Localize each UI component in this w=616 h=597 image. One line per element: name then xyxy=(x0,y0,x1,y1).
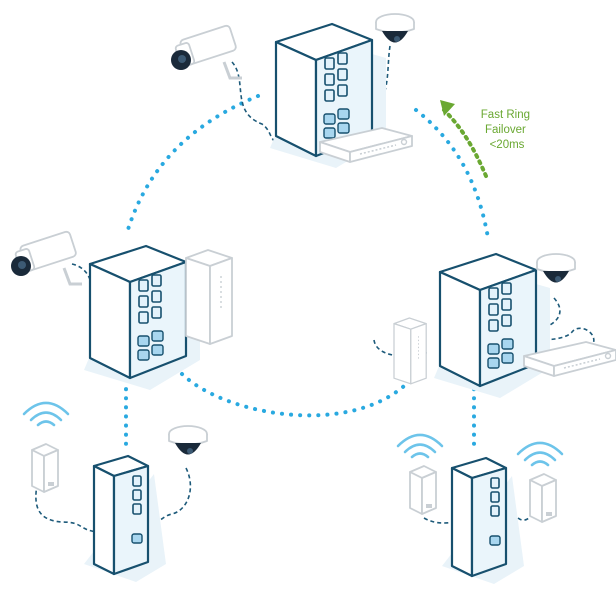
wifi-signal-icon xyxy=(22,401,70,427)
wifi-bottom-left xyxy=(22,401,70,427)
switch-bottom-left xyxy=(82,454,168,584)
wireless-access-point-icon xyxy=(409,465,437,515)
wifi-signal-icon xyxy=(396,433,444,459)
ring-link-top-right xyxy=(414,108,490,240)
dome-camera-right xyxy=(536,253,576,284)
wifi-signal-icon xyxy=(516,441,564,467)
wireless-access-point-icon xyxy=(31,443,59,493)
dome-camera-top xyxy=(375,13,415,44)
industrial-switch-icon xyxy=(82,454,168,584)
access-point-bottom-left xyxy=(31,443,59,493)
access-point-bottom-right-b xyxy=(529,473,557,523)
wifi-bottom-right-b xyxy=(516,441,564,467)
dome-camera-bottom-left xyxy=(168,425,208,456)
bullet-camera-left xyxy=(9,229,84,286)
industrial-switch-icon xyxy=(432,252,552,400)
ring-links xyxy=(124,94,490,448)
annotation-line-2: Failover xyxy=(485,124,526,136)
dome-camera-icon xyxy=(375,13,415,44)
ring-link-top-left xyxy=(124,94,260,238)
bullet-camera-top-left xyxy=(169,23,244,80)
dome-camera-icon xyxy=(536,253,576,284)
wifi-bottom-right-a xyxy=(396,433,444,459)
access-point-bottom-right-a xyxy=(409,465,437,515)
failover-arrow xyxy=(440,100,488,178)
bullet-camera-icon xyxy=(169,23,244,80)
annotation-line-1: Fast Ring xyxy=(481,109,530,121)
power-supply-right xyxy=(393,317,427,385)
dome-camera-icon xyxy=(168,425,208,456)
industrial-switch-icon xyxy=(440,456,526,586)
switch-left xyxy=(82,244,202,392)
bullet-camera-icon xyxy=(9,229,84,286)
switch-right xyxy=(432,252,552,400)
switch-bottom-right xyxy=(440,456,526,586)
power-supply-left xyxy=(185,249,233,345)
failover-annotation: Fast Ring Failover <20ms xyxy=(481,109,533,151)
wireless-access-point-icon xyxy=(529,473,557,523)
annotation-line-3: <20ms xyxy=(490,139,525,151)
power-supply-icon xyxy=(393,317,427,385)
ring-link-bottom xyxy=(180,366,422,418)
industrial-switch-icon xyxy=(82,244,202,392)
power-supply-icon xyxy=(185,249,233,345)
